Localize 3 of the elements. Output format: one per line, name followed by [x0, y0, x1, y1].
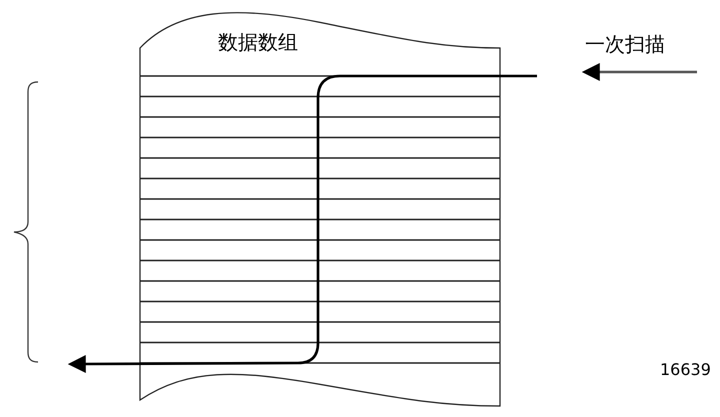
figure-number: 16639	[660, 362, 711, 378]
array-title: 数据数组	[218, 32, 298, 52]
scan-label: 一次扫描	[585, 34, 665, 54]
